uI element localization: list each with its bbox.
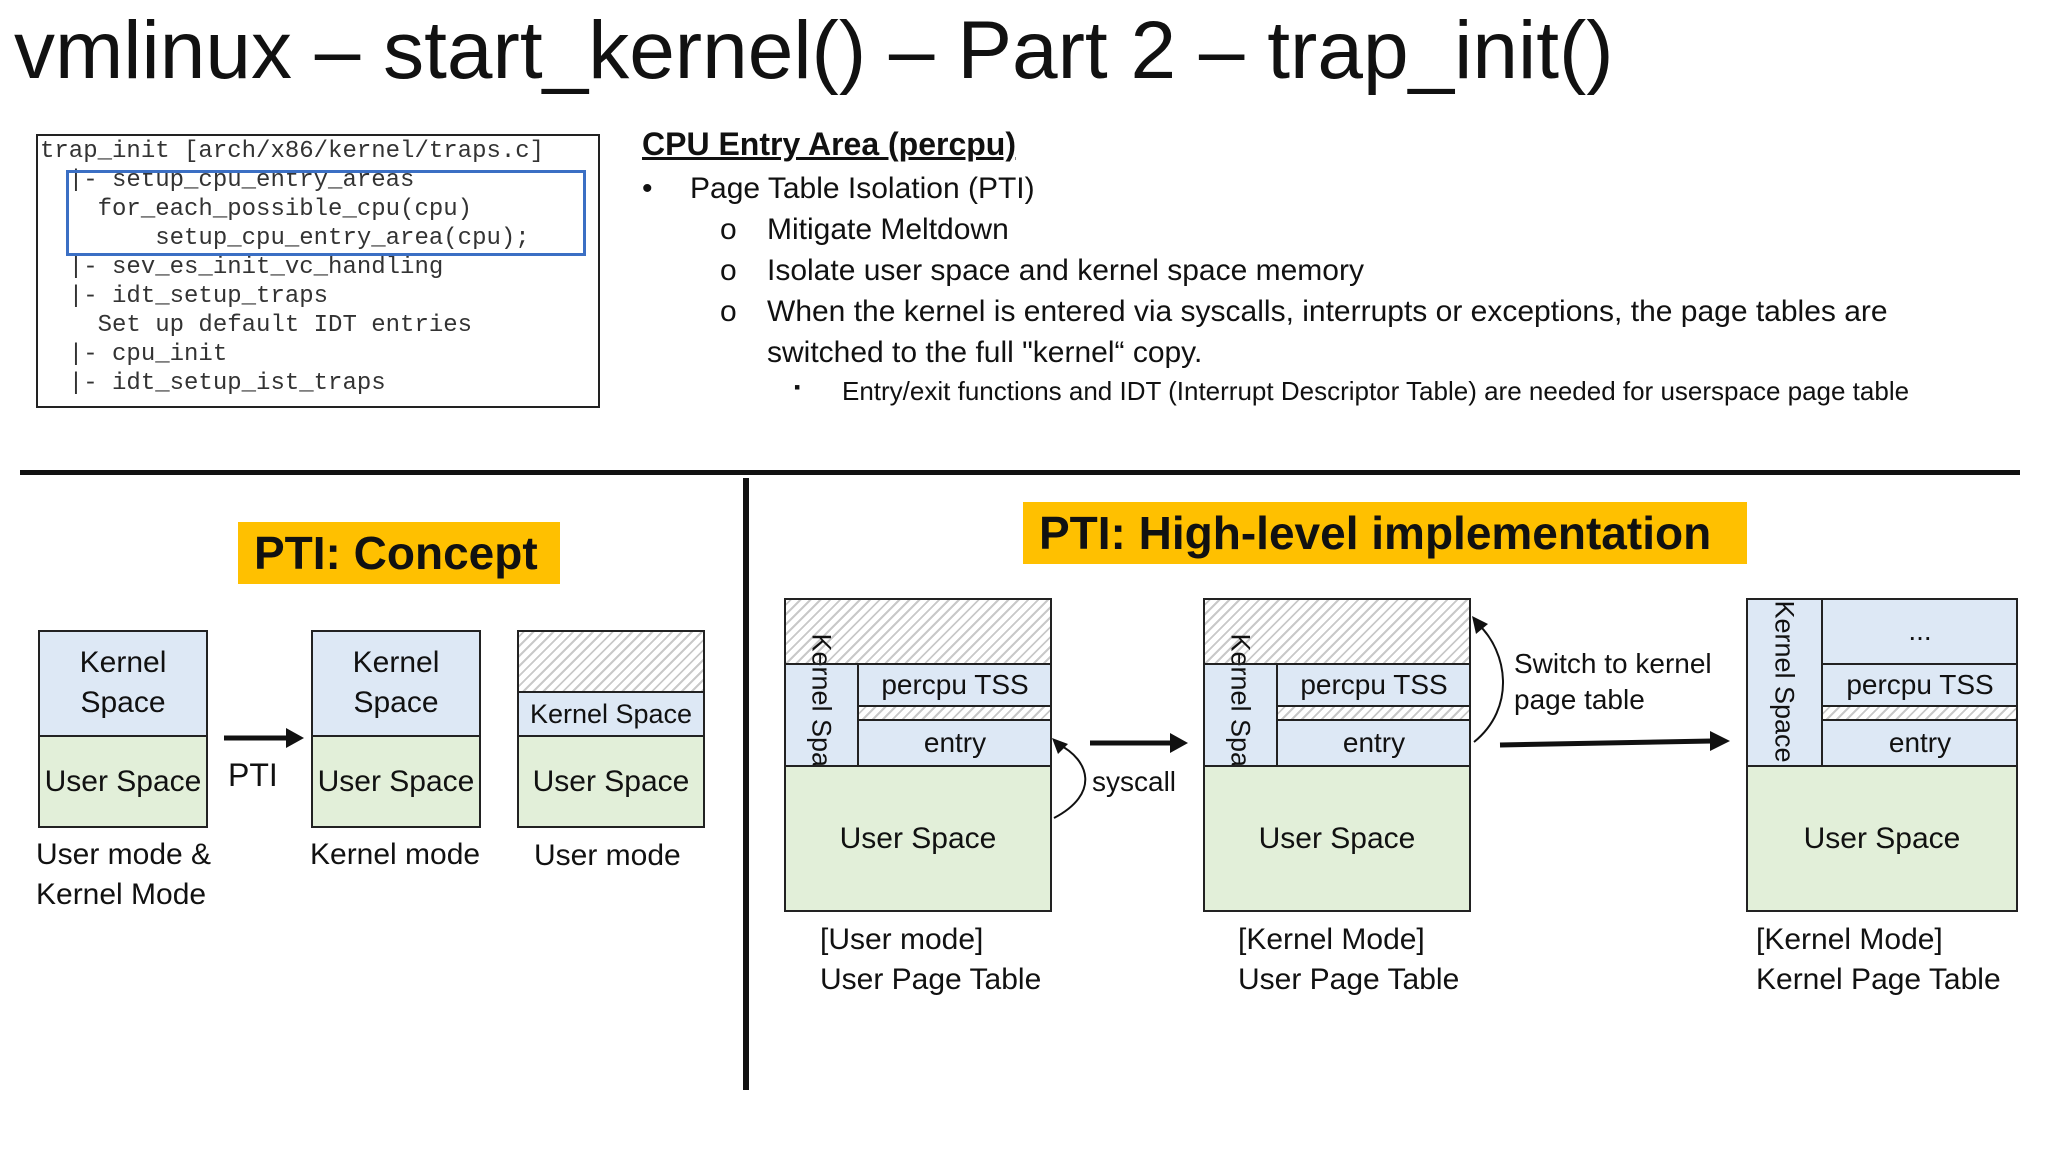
caption-mode: [User mode] bbox=[820, 923, 984, 956]
caption-user-kernel-mode-cont: Kernel Mode bbox=[36, 878, 207, 911]
caption-kernel-mode: Kernel mode bbox=[310, 838, 481, 871]
ellipsis-cell: ... bbox=[1822, 598, 2018, 664]
kernel-space-vertical-label: Kernel Space bbox=[1203, 634, 1277, 796]
switch-label-line1: Switch to kernel bbox=[1514, 648, 1712, 679]
sub-bullet-symbol: o bbox=[720, 254, 737, 287]
divider-line bbox=[517, 735, 705, 737]
code-line: Set up default IDT entries bbox=[40, 312, 473, 339]
hatched-gap bbox=[1277, 706, 1471, 720]
divider-line bbox=[858, 719, 1052, 721]
switch-arrow bbox=[1499, 731, 1730, 751]
divider-line bbox=[311, 735, 481, 737]
cpu-entry-area-heading: CPU Entry Area (percpu) bbox=[642, 126, 1016, 162]
caption-mode: [Kernel Mode] bbox=[1756, 923, 1943, 956]
divider-line bbox=[1822, 705, 2018, 707]
hatched-unmapped-area bbox=[784, 598, 1052, 664]
code-line: setup_cpu_entry_area(cpu); bbox=[40, 225, 530, 252]
slide-title: vmlinux – start_kernel() – Part 2 – trap… bbox=[14, 5, 1614, 96]
entry-cell: entry bbox=[858, 720, 1052, 766]
user-space-block: User Space bbox=[311, 736, 481, 828]
code-line: trap_init [arch/x86/kernel/traps.c] bbox=[40, 138, 545, 165]
caption-table: User Page Table bbox=[820, 963, 1042, 996]
pti-concept-tag: PTI: Concept bbox=[238, 522, 560, 584]
code-box bbox=[36, 134, 600, 408]
user-space-block: User Space bbox=[517, 736, 705, 828]
page-table-kernel-mode-user bbox=[1203, 598, 1471, 912]
pti-arrow bbox=[224, 728, 304, 748]
sub-bullet-kernel-entered: When the kernel is entered via syscalls,… bbox=[767, 295, 1888, 328]
user-space-block: User Space bbox=[1203, 766, 1471, 912]
subsub-bullet-entry-exit: Entry/exit functions and IDT (Interrupt … bbox=[842, 376, 1910, 406]
syscall-curve-arrow bbox=[1052, 738, 1087, 819]
percpu-tss-cell: percpu TSS bbox=[1822, 664, 2018, 706]
sub-bullet-isolate: Isolate user space and kernel space memo… bbox=[767, 254, 1364, 287]
divider-line bbox=[517, 691, 705, 693]
divider-line bbox=[1821, 598, 1823, 766]
sub-bullet-symbol: o bbox=[720, 295, 737, 328]
code-line: |- idt_setup_ist_traps bbox=[40, 370, 386, 397]
user-space-block: User Space bbox=[784, 766, 1052, 912]
percpu-tss-cell: percpu TSS bbox=[858, 664, 1052, 706]
user-space-block: User Space bbox=[1746, 766, 2018, 912]
kernel-space-vertical-label: Kernel Space bbox=[784, 634, 858, 796]
sub-bullet-meltdown: Mitigate Meltdown bbox=[767, 213, 1009, 246]
page-table-user-mode bbox=[784, 598, 1052, 912]
subsub-bullet-symbol: ▪ bbox=[794, 377, 801, 397]
divider-line bbox=[1822, 663, 2018, 665]
pti-implementation-tag: PTI: High-level implementation bbox=[1023, 502, 1747, 564]
kernel-space-block: Kernel Space bbox=[311, 630, 481, 736]
caption-user-mode: User mode bbox=[534, 839, 681, 872]
code-line: for_each_possible_cpu(cpu) bbox=[40, 196, 473, 223]
vertical-divider bbox=[743, 478, 749, 1090]
bullet-symbol: • bbox=[642, 172, 653, 205]
sub-bullet-kernel-entered-cont: switched to the full "kernel“ copy. bbox=[767, 336, 1203, 369]
code-line: |- cpu_init bbox=[40, 341, 228, 368]
divider-line bbox=[857, 664, 859, 766]
percpu-tss-cell: percpu TSS bbox=[1277, 664, 1471, 706]
hatched-unmapped-area bbox=[517, 630, 705, 692]
code-line: |- sev_es_init_vc_handling bbox=[40, 254, 444, 281]
divider-line bbox=[784, 663, 1052, 665]
divider-line bbox=[1203, 663, 1471, 665]
caption-user-kernel-mode: User mode & bbox=[36, 838, 212, 871]
sub-bullet-symbol: o bbox=[720, 213, 737, 246]
page-table-kernel-mode-kernel bbox=[1746, 598, 2018, 912]
switch-curve-arrow bbox=[1472, 616, 1504, 743]
divider-line bbox=[1746, 765, 2018, 767]
kernel-space-block: Kernel Space bbox=[517, 692, 705, 736]
entry-cell: entry bbox=[1277, 720, 1471, 766]
divider-line bbox=[38, 735, 208, 737]
divider-line bbox=[784, 765, 1052, 767]
syscall-arrow bbox=[1090, 733, 1188, 753]
divider-line bbox=[1277, 719, 1471, 721]
kernel-space-vertical-label: Kernel Space bbox=[1746, 598, 1822, 766]
switch-label-line2: page table bbox=[1514, 684, 1645, 715]
syscall-label: syscall bbox=[1092, 766, 1177, 797]
divider-line bbox=[1203, 765, 1471, 767]
user-space-block: User Space bbox=[38, 736, 208, 828]
divider-line bbox=[858, 705, 1052, 707]
pti-bullet: Page Table Isolation (PTI) bbox=[690, 172, 1035, 205]
caption-mode: [Kernel Mode] bbox=[1238, 923, 1425, 956]
concept-box-user-mode bbox=[517, 630, 705, 828]
caption-table: User Page Table bbox=[1238, 963, 1460, 996]
hatched-gap bbox=[858, 706, 1052, 720]
concept-box-kernel-mode bbox=[311, 630, 481, 828]
divider-line bbox=[1822, 719, 2018, 721]
pti-arrow-label: PTI bbox=[228, 757, 278, 793]
concept-box-mixed bbox=[38, 630, 208, 828]
hatched-gap bbox=[1822, 706, 2018, 720]
kernel-space-block: Kernel Space bbox=[38, 630, 208, 736]
code-highlight-box bbox=[66, 170, 586, 256]
horizontal-divider bbox=[20, 470, 2020, 475]
hatched-unmapped-area bbox=[1203, 598, 1471, 664]
entry-cell: entry bbox=[1822, 720, 2018, 766]
divider-line bbox=[1277, 705, 1471, 707]
divider-line bbox=[1276, 664, 1278, 766]
caption-table: Kernel Page Table bbox=[1756, 963, 2001, 996]
code-line: |- idt_setup_traps bbox=[40, 283, 329, 310]
